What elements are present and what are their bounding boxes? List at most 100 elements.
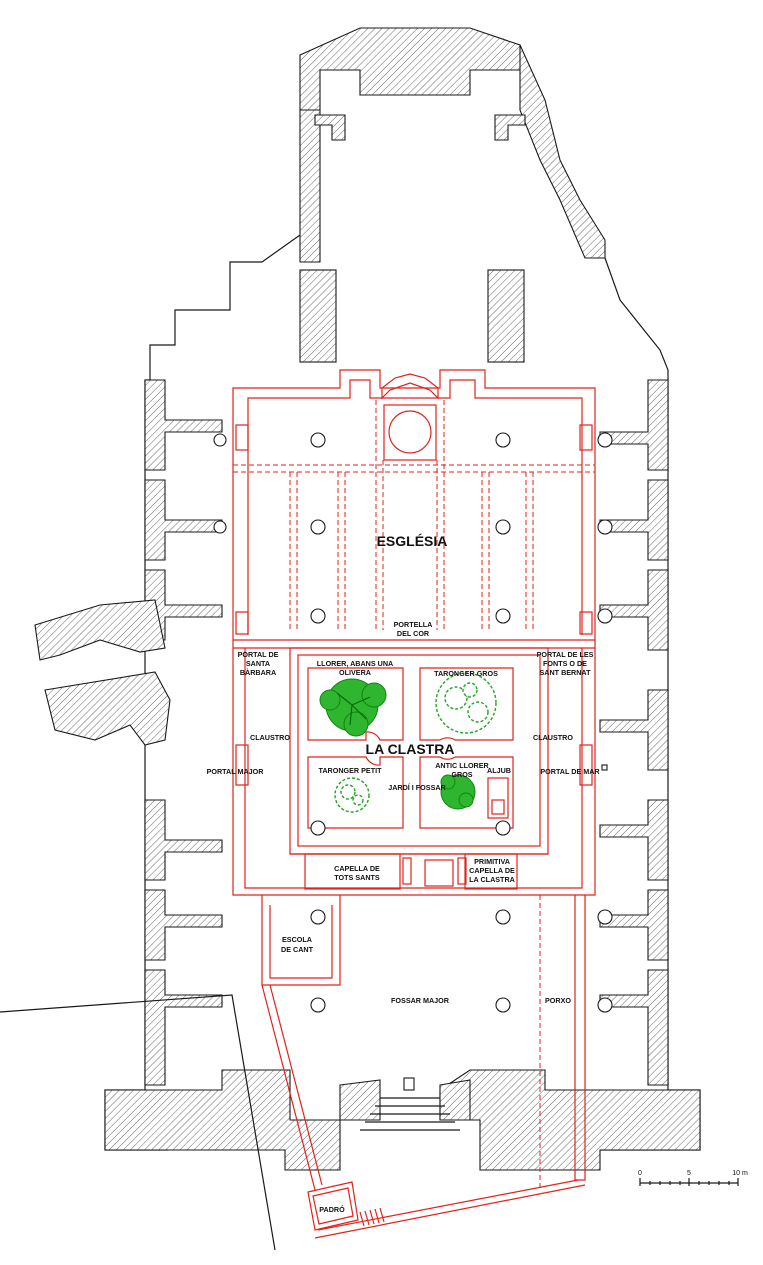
portal-mar-mark (579, 744, 593, 786)
left-annex-upper (34, 599, 166, 661)
fossar-wall-left-2 (269, 984, 323, 1186)
chapel-door-right (457, 857, 467, 885)
facade-portal-right (439, 1079, 471, 1121)
apse-wall-left (299, 109, 321, 263)
label-escola-2: DE CANT (281, 945, 314, 954)
label-llorer-1: LLORER, ABANS UNA (317, 659, 393, 668)
chapel-door-left (402, 857, 412, 885)
label-escola-1: ESCOLA (282, 935, 312, 944)
label-portella-cor-1: PORTELLA (394, 620, 433, 629)
facade-right-tower (439, 1069, 701, 1171)
label-padro: PADRÓ (319, 1205, 345, 1214)
escola-wall-inner (269, 905, 333, 979)
right-chapel-wall-7 (599, 969, 669, 1086)
fossar-wall-left (261, 984, 316, 1191)
left-chapel-wall-5 (144, 889, 223, 961)
old-choir-niche (381, 373, 439, 400)
scale-tick-5: 5 (687, 1170, 691, 1177)
label-jardi-fossar: JARDÍ I FOSSAR (388, 783, 446, 792)
label-portal-fonts-1: PORTAL DE LES (537, 650, 594, 659)
apse-wall-top (299, 27, 531, 111)
nave-piers (213, 432, 613, 1013)
label-portal-santa-barbara-3: BÀRBARA (240, 668, 276, 677)
padro-steps (359, 1207, 385, 1227)
cloister-outer-wall-inner (244, 648, 583, 889)
label-antic-llorer-1: ANTIC LLORER (435, 761, 489, 770)
right-chapel-wall-5 (599, 799, 669, 881)
old-dome-square (383, 404, 437, 461)
label-portal-fonts-2: FONTS O DE (543, 659, 587, 668)
label-capella-tots-sants-1: CAPELLA DE (334, 864, 380, 873)
escola-wall (261, 895, 341, 986)
left-chapel-wall-2 (144, 479, 223, 561)
right-chapel-wall-2 (599, 479, 669, 561)
right-chapel-wall-3 (599, 569, 669, 651)
label-portal-mar: PORTAL DE MAR (540, 767, 600, 776)
old-dome-circle (388, 410, 432, 454)
label-claustro-right: CLAUSTRO (533, 733, 573, 742)
label-portal-fonts-3: SANT BERNAT (540, 668, 592, 677)
portal-santa-barbara-mark (235, 611, 249, 635)
left-annex-lower (44, 671, 171, 746)
scale-bar: 0 5 10 m (638, 1170, 748, 1186)
portal-apse-right-mark (579, 424, 593, 451)
tree-llorer (319, 678, 387, 737)
apse-wall-right (519, 44, 606, 259)
right-chapel-wall-1 (599, 379, 669, 471)
label-portal-santa-barbara-1: PORTAL DE (238, 650, 279, 659)
scale-tick-0: 0 (638, 1170, 642, 1177)
cloister-outer-wall (232, 640, 596, 896)
tree-antic-llorer (440, 774, 476, 810)
old-church-inner-outline (247, 379, 583, 635)
padro-outer-wall (314, 1184, 586, 1239)
label-llorer-2: OLIVERA (339, 668, 371, 677)
label-la-clastra: LA CLASTRA (366, 741, 455, 757)
padro-outer-wall-2 (317, 1179, 579, 1231)
label-primitiva-1: PRIMITIVA (474, 857, 510, 866)
right-chapel-wall-4 (599, 689, 669, 771)
garden-quarter-sw (307, 756, 404, 829)
garden-quarter-nw (307, 667, 404, 741)
portal-fonts-mark (579, 611, 593, 635)
aljub-cistern-inner (491, 799, 505, 815)
left-chapel-wall-1 (144, 379, 223, 471)
label-portal-santa-barbara-2: SANTA (246, 659, 270, 668)
survey-line-left (0, 994, 276, 1251)
apse-pier-right (487, 269, 525, 363)
label-portella-cor-2: DEL COR (397, 629, 430, 638)
apse-pier-left (299, 269, 337, 363)
label-primitiva-3: LA CLASTRA (469, 875, 515, 884)
label-primitiva-2: CAPELLA DE (469, 866, 515, 875)
label-portal-major: PORTAL MAJOR (207, 767, 265, 776)
garden-quarter-ne (419, 667, 514, 741)
label-capella-tots-sants-2: TOTS SANTS (334, 873, 380, 882)
label-taronger-gros: TARONGER GROS (434, 669, 498, 678)
old-nave-dashed (233, 400, 595, 630)
scale-tick-10: 10 m (732, 1170, 748, 1177)
entrance-steps (360, 1097, 460, 1131)
label-porxo: PORXO (545, 996, 571, 1005)
label-fossar-major: FOSSAR MAJOR (391, 996, 450, 1005)
left-chapel-wall-6 (144, 969, 223, 1086)
facade-portal-left (339, 1079, 381, 1121)
left-chapel-wall-4 (144, 799, 223, 881)
right-chapel-wall-6 (599, 889, 669, 961)
current-church-outline (0, 27, 701, 1251)
apse-inner-right (494, 114, 526, 141)
apse-inner-left (314, 114, 346, 141)
primitiva-capella-room (464, 853, 518, 890)
label-taronger-petit: TARONGER PETIT (319, 766, 383, 775)
garden-quarter-se (419, 756, 514, 829)
label-antic-llorer-2: GROS (451, 770, 472, 779)
padro-room (307, 1181, 359, 1231)
tree-taronger-petit (334, 777, 370, 813)
tree-taronger-gros (435, 672, 497, 734)
facade-left-tower (104, 1069, 341, 1171)
label-claustro-left: CLAUSTRO (250, 733, 290, 742)
portal-major-mark (235, 744, 249, 786)
old-church-outline (232, 369, 596, 640)
portal-apse-left-mark (235, 424, 249, 451)
cloister-gallery-inner (297, 654, 541, 847)
label-aljub: ALJUB (487, 766, 511, 775)
